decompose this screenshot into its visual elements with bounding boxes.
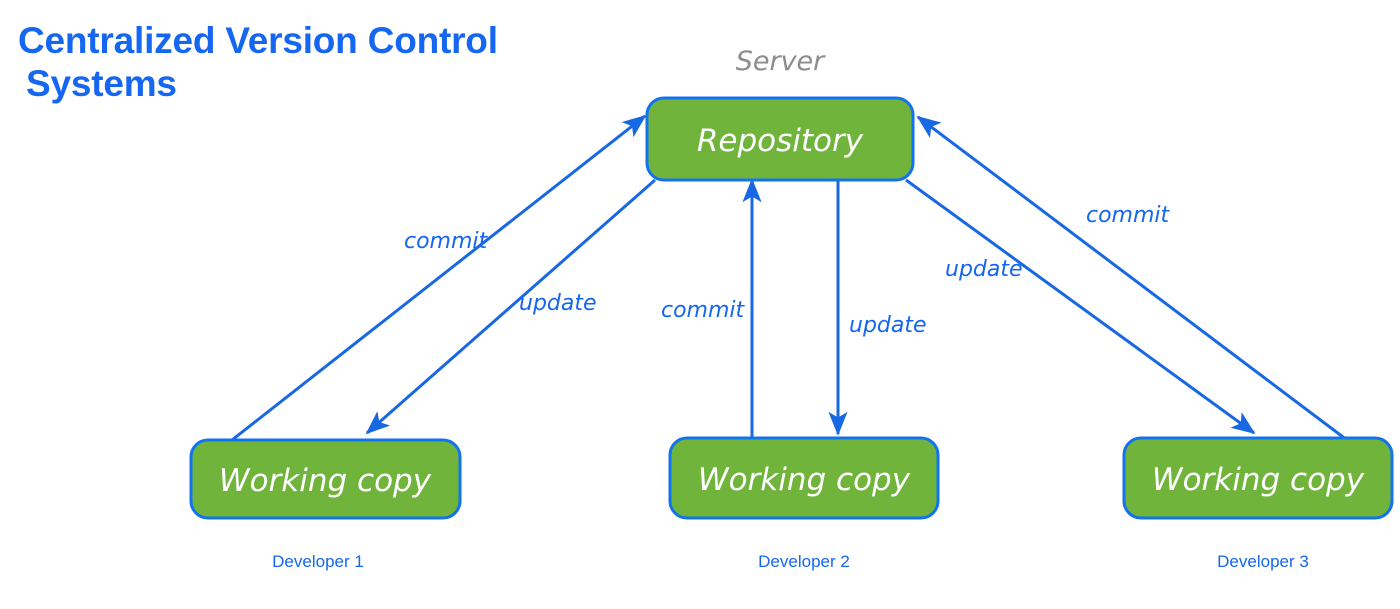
edge-update-dev1-label: update	[519, 291, 597, 316]
edge-commit-dev1-label: commit	[404, 229, 489, 254]
edge-update-dev3-line	[905, 178, 1256, 435]
edge-commit-dev1: commit	[231, 114, 647, 442]
developer-caption-1: Developer 1	[272, 552, 364, 571]
working-copy-box-developer-2[interactable]	[668, 436, 940, 520]
edge-commit-dev1-line	[231, 114, 647, 442]
working-copy-node-developer-2[interactable]: Working copy	[668, 436, 940, 520]
edge-commit-dev3-label: commit	[1086, 203, 1171, 228]
working-copy-box-developer-1[interactable]	[189, 438, 462, 520]
edge-update-dev1-line	[365, 178, 656, 435]
working-copy-box-developer-3[interactable]	[1122, 436, 1394, 520]
edge-commit-dev2-label: commit	[661, 298, 746, 323]
repository-node-box[interactable]	[645, 96, 915, 182]
page-title-line-1: Centralized Version Control	[18, 20, 498, 61]
working-copy-label-developer-1: Working copy	[219, 463, 432, 499]
working-copy-label-developer-3: Working copy	[1152, 462, 1365, 498]
edge-commit-dev2: commit	[661, 178, 762, 448]
edge-commit-dev3-line	[916, 115, 1348, 442]
repository-node-label: Repository	[697, 123, 864, 159]
working-copy-label-developer-2: Working copy	[698, 462, 911, 498]
edge-commit-dev3: commit	[916, 115, 1348, 442]
repository-node[interactable]: Repository	[645, 96, 915, 182]
developer-caption-3: Developer 3	[1217, 552, 1309, 571]
working-copy-node-developer-3[interactable]: Working copy	[1122, 436, 1394, 520]
edge-update-dev2: update	[828, 181, 927, 436]
working-copy-node-developer-1[interactable]: Working copy	[189, 438, 462, 520]
developer-caption-2: Developer 2	[758, 552, 850, 571]
page-title-line-2: Systems	[26, 63, 177, 104]
edge-update-dev3-label: update	[945, 257, 1023, 282]
server-label: Server	[736, 46, 826, 77]
edge-update-dev1: update	[365, 178, 656, 435]
edge-update-dev3: update	[905, 178, 1256, 435]
edge-update-dev2-label: update	[849, 313, 927, 338]
